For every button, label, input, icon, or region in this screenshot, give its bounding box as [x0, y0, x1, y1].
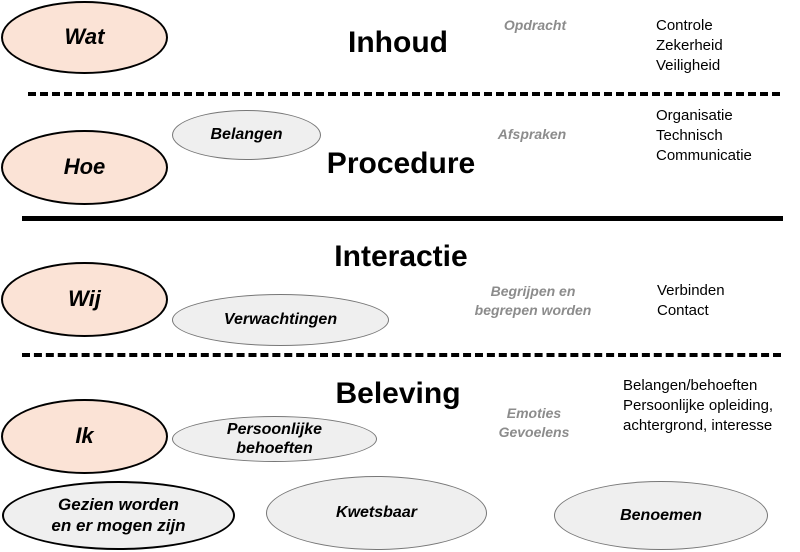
- beleving-heading: Beleving: [335, 377, 461, 410]
- benoemen-label: Benoemen: [620, 506, 702, 524]
- list-item: Veiligheid: [656, 57, 721, 74]
- ik-ellipse: Ik: [1, 399, 168, 474]
- verwachtingen-bubble: Verwachtingen: [172, 294, 389, 346]
- benoemen-bubble: Benoemen: [554, 481, 768, 550]
- procedure-list: Organisatie Technisch Communicatie: [656, 106, 752, 166]
- inhoud-heading: Inhoud: [348, 26, 448, 59]
- verwachtingen-label: Verwachtingen: [223, 311, 338, 329]
- list-item: Contact: [657, 302, 709, 319]
- list-item: Zekerheid: [656, 37, 723, 54]
- wij-label: Wij: [68, 286, 101, 312]
- afspraken-label: Afspraken: [497, 126, 567, 142]
- list-item: achtergrond, interesse: [623, 417, 773, 434]
- kwetsbaar-label: Kwetsbaar: [336, 504, 417, 522]
- kwetsbaar-bubble: Kwetsbaar: [266, 476, 487, 550]
- inhoud-list: Controle Zekerheid Veiligheid: [656, 16, 723, 76]
- gezien-line-1: Gezien worden: [58, 495, 179, 515]
- emoties-label: Emoties Gevoelens: [499, 404, 570, 442]
- persoonlijke-behoeften-text: Persoonlijke behoeften: [227, 420, 322, 458]
- belangen-bubble: Belangen: [172, 110, 321, 160]
- persoonlijke-behoeften-bubble: Persoonlijke behoeften: [172, 416, 377, 462]
- interactie-heading: Interactie: [334, 240, 468, 273]
- beleving-list: Belangen/behoeften Persoonlijke opleidin…: [623, 376, 773, 436]
- wij-ellipse: Wij: [1, 262, 168, 337]
- dashed-divider-2: [22, 353, 781, 357]
- emoties-line-1: Emoties: [506, 405, 562, 421]
- emoties-line-2: Gevoelens: [498, 423, 570, 440]
- bubble-line-2: behoeften: [236, 440, 313, 457]
- wat-label: Wat: [64, 24, 105, 50]
- belangen-label: Belangen: [210, 126, 283, 144]
- list-item: Belangen/behoeften: [623, 377, 758, 394]
- solid-divider: [22, 216, 783, 221]
- list-item: Technisch: [656, 127, 723, 144]
- begrijpen-line-1: Begrijpen en: [490, 283, 576, 299]
- procedure-heading: Procedure: [326, 147, 476, 180]
- list-item: Verbinden: [657, 282, 725, 299]
- wat-ellipse: Wat: [1, 1, 168, 74]
- list-item: Controle: [656, 17, 713, 34]
- ik-label: Ik: [75, 423, 94, 449]
- list-item: Persoonlijke opleiding,: [623, 397, 774, 414]
- opdracht-label: Opdracht: [503, 17, 567, 33]
- hoe-ellipse: Hoe: [1, 130, 168, 205]
- gezien-worden-bubble: Gezien worden en er mogen zijn: [2, 481, 235, 550]
- begrijpen-line-2: begrepen worden: [474, 301, 592, 318]
- list-item: Communicatie: [656, 147, 752, 164]
- gezien-worden-text: Gezien worden en er mogen zijn: [51, 495, 185, 536]
- bubble-line-1: Persoonlijke: [226, 420, 323, 438]
- begrijpen-label: Begrijpen en begrepen worden: [475, 282, 592, 320]
- hoe-label: Hoe: [63, 154, 106, 180]
- list-item: Organisatie: [656, 107, 733, 124]
- dashed-divider-1: [28, 92, 780, 96]
- interactie-list: Verbinden Contact: [657, 281, 725, 321]
- gezien-line-2: en er mogen zijn: [51, 515, 186, 535]
